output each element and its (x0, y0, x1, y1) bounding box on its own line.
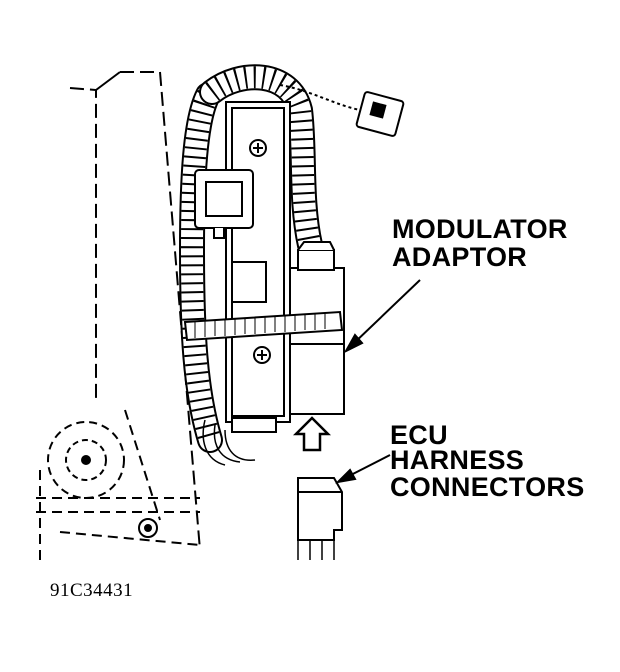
wire-harness (178, 64, 361, 466)
figure-id: 91C34431 (50, 580, 134, 601)
ecu-module (225, 101, 291, 433)
modulator-label-line1: MODULATOR (392, 214, 568, 244)
ecu-label-line2: HARNESS (390, 445, 525, 475)
cable-tie (183, 310, 344, 342)
mounting-clip (194, 169, 254, 239)
small-connector (355, 91, 405, 137)
insert-direction-arrow (292, 416, 332, 452)
body-panel-outline (36, 71, 201, 560)
ecu-label-line3: CONNECTORS (390, 472, 585, 502)
bracket-wheel (47, 421, 158, 538)
modulator-adaptor-part (289, 241, 345, 415)
ecu-label-line1: ECU (390, 420, 448, 450)
leader-lines (335, 279, 421, 484)
modulator-label-line2: ADAPTOR (392, 242, 528, 272)
ecu-harness-connector (297, 477, 343, 560)
